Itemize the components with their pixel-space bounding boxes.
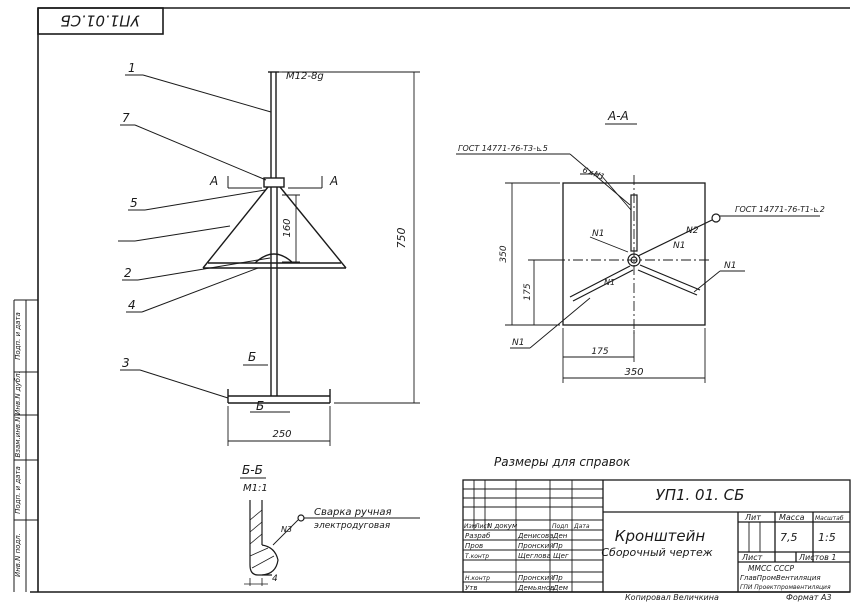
org-line3: ГПИ Проектпромвентиляция (740, 584, 831, 591)
row-nkontr-sig: Пр (553, 574, 563, 582)
row-razrab: Разраб (465, 532, 491, 540)
side-label-5: Подп. и дата (14, 312, 22, 360)
sheet-frame (30, 7, 850, 593)
section-a-left: А (209, 174, 218, 188)
aa-dimensions (505, 175, 712, 383)
row-prov-name: Пронский (518, 542, 554, 550)
section-aa-title: А-А (607, 109, 629, 123)
title-block-grid (462, 479, 851, 593)
side-strip (13, 299, 38, 592)
pos-4-label: 4 (128, 298, 136, 312)
dim-250-label: 250 (272, 429, 291, 440)
copied-by: Копировал Величкина (625, 593, 719, 602)
dim-350-horizontal: 350 (624, 367, 643, 378)
head-ndoc: N докум (487, 522, 518, 530)
n1-label-a: N1 (592, 229, 604, 239)
gost-top-label: ГОСТ 14771-76-Т3-⊾5 (458, 144, 548, 153)
side-label-1: Инв.N подл. (14, 533, 22, 577)
n1-label-d: N1 (724, 261, 736, 271)
top-stamp-code: УП1.01.СБ (60, 12, 139, 30)
reference-note: Размеры для справок (494, 455, 631, 469)
row-utv-name: Демьянов (517, 584, 554, 592)
row-nkontr-name: Пронский (518, 574, 554, 582)
weld-line-1: Сварка ручная (314, 507, 392, 518)
n1-label-c: N1 (604, 278, 615, 287)
side-strip-labels: Инв.N подл. Подп. и дата Взам.инв.N Инв.… (14, 312, 22, 577)
n1-label-e: N1 (512, 338, 524, 348)
pos-2-label: 2 (124, 266, 132, 280)
side-label-3: Взам.инв.N (14, 416, 22, 458)
row-tkontr: Т.контр (465, 553, 489, 560)
n1-label-b: N1 (673, 241, 685, 251)
head-izm: Изм (464, 523, 477, 530)
format-label: Формат А3 (786, 593, 832, 602)
side-label-2: Подп. и дата (14, 466, 22, 514)
row-nkontr: Н.контр (465, 575, 490, 582)
section-aa: А-А (456, 109, 825, 383)
pos-7-label: 7 (122, 111, 130, 125)
mass-value: 7,5 (780, 531, 798, 544)
org-line1: ММСС СССР (748, 564, 795, 573)
top-stamp: УП1.01.СБ (37, 7, 164, 35)
pos-5-label: 5 (130, 196, 138, 210)
section-b-mark-2: Б (256, 399, 264, 413)
head-data: Дата (573, 523, 590, 530)
row-prov: Пров (465, 542, 483, 550)
section-b-mark-1: Б (248, 350, 256, 364)
head-podp: Подп (552, 523, 568, 530)
aa-ribs (569, 194, 721, 302)
section-bb-scale: М1:1 (243, 483, 268, 494)
section-a-right: А (329, 174, 338, 188)
mass-label: Масса (779, 513, 805, 522)
pos-3-label: 3 (122, 356, 130, 370)
title-block-rows (463, 480, 761, 592)
section-bb-title: Б-Б (242, 463, 263, 477)
row-razrab-name: Денисова (517, 532, 553, 540)
bb-profile (244, 500, 420, 586)
head-list: Лист (474, 523, 491, 530)
scale-label: Масштаб (815, 515, 844, 522)
dim-175-horizontal: 175 (591, 347, 608, 357)
title-name-line1: Кронштейн (615, 527, 706, 545)
lit-label: Лит (744, 513, 761, 522)
main-leaders (118, 74, 323, 413)
pos-1-label: 1 (128, 61, 136, 75)
weld-line-2: электродуговая (314, 521, 391, 531)
row-razrab-sig: Ден (552, 532, 568, 540)
row-tkontr-name: Щеглова (518, 552, 551, 560)
row-tkontr-sig: Щег (553, 552, 569, 560)
dim-750-label: 750 (395, 228, 408, 249)
bb-dim-label: 4 (272, 574, 278, 584)
sheet-label: Лист (741, 553, 763, 562)
title-doc-code: УП1. 01. СБ (656, 486, 745, 504)
n2-label: N2 (686, 226, 699, 236)
main-labels: М12-8g 750 160 250 1 7 5 2 4 3 А А Б Б (122, 61, 408, 440)
main-view (202, 71, 347, 404)
six-n1-label: 6×N1 (581, 165, 606, 181)
dim-350-vertical: 350 (499, 245, 509, 262)
title-name-line2: Сборочный чертеж (601, 546, 712, 559)
gost-right-label: ГОСТ 14771-76-Т1-⊾2 (735, 205, 825, 214)
weld-n3-label: N3 (281, 525, 292, 534)
side-label-4: Инв.N дубл. (14, 371, 22, 415)
dim-175-vertical: 175 (523, 283, 533, 300)
dim-160-label: 160 (282, 218, 293, 237)
scale-value: 1:5 (818, 531, 836, 544)
sheets-label: Листов 1 (798, 553, 837, 562)
row-utv: Утв (465, 584, 477, 592)
main-dimensions (227, 71, 420, 446)
row-utv-sig: Дем (552, 584, 569, 592)
thread-label: М12-8g (286, 71, 324, 82)
section-bb: Б-Б М1:1 4 N3 Сварка ручная электродугов… (240, 463, 420, 586)
title-block-text: УП1. 01. СБ Кронштейн Сборочный чертеж И… (464, 486, 844, 592)
row-prov-sig: Пр (553, 542, 563, 550)
aa-leaders (456, 153, 820, 349)
org-line2: ГлавПромВентиляция (740, 574, 821, 582)
